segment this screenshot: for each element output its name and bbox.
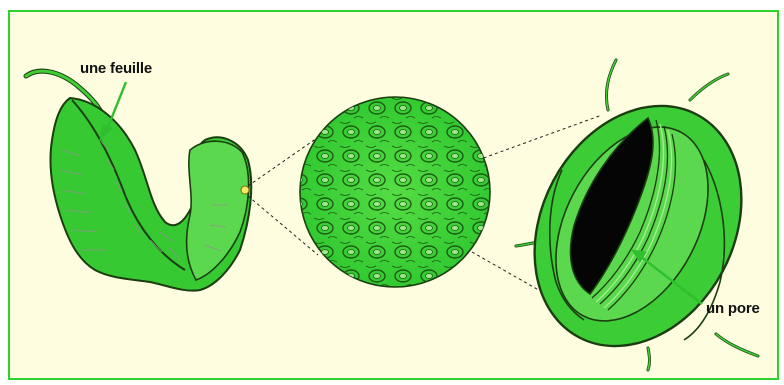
stoma-illustration bbox=[494, 60, 782, 382]
label-leaf: une feuille bbox=[80, 60, 152, 77]
epidermis-zoom-disc bbox=[300, 97, 490, 287]
leaf-illustration bbox=[26, 71, 251, 291]
label-pore: un pore bbox=[706, 300, 760, 317]
zoom-origin-dot bbox=[241, 186, 249, 194]
